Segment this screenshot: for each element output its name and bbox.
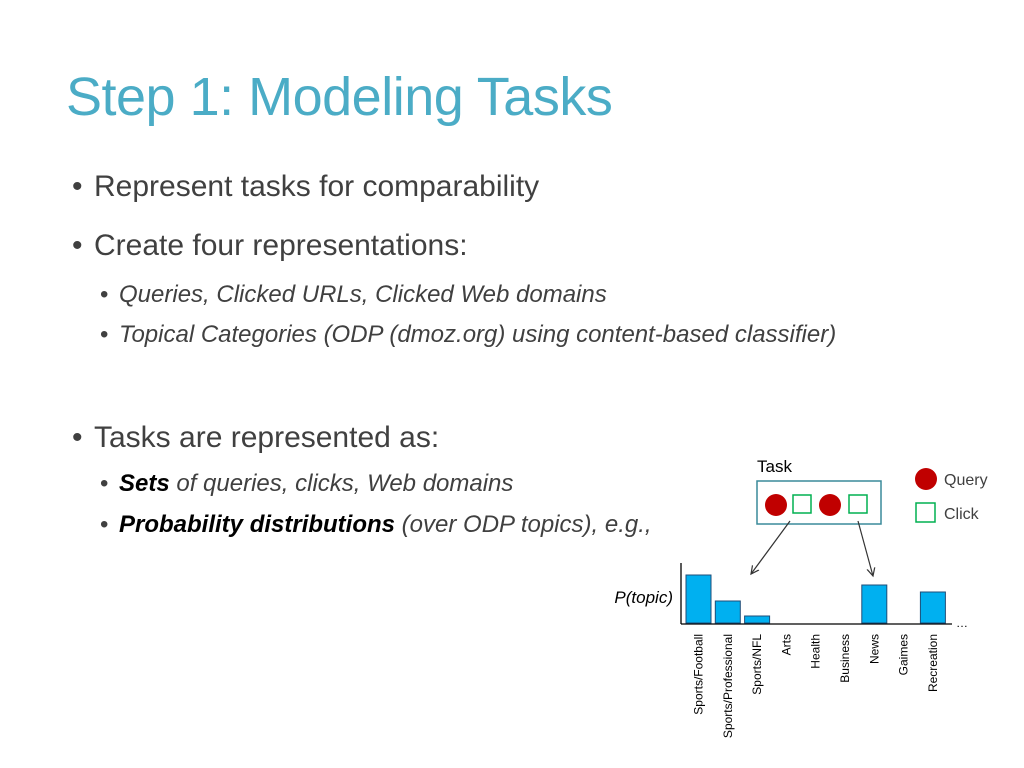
bullet-dot: •: [100, 281, 109, 308]
sub-bullet-1: •Queries, Clicked URLs, Clicked Web doma…: [100, 281, 607, 308]
bar: [861, 584, 888, 624]
bar: [714, 600, 741, 624]
legend-click-icon: [915, 502, 936, 523]
x-tick-label: Arts: [779, 634, 793, 655]
bullet-dot: •: [72, 170, 83, 203]
bullet-2: •Create four representations:: [72, 229, 468, 262]
sets-term: Sets: [119, 470, 170, 497]
x-tick-label: Gaimes: [897, 634, 911, 675]
x-tick-label: Sports/Professional: [721, 634, 735, 738]
x-tick-label: Sports/NFL: [750, 634, 764, 695]
x-tick-label: Sports/Football: [692, 634, 706, 715]
bullet-3: •Tasks are represented as:: [72, 421, 440, 454]
bullet-dot: •: [72, 229, 83, 262]
bullet-dot: •: [72, 421, 83, 454]
x-tick-label: Health: [809, 634, 823, 669]
bar: [685, 574, 712, 624]
x-tick-label: News: [867, 634, 881, 664]
bar: [919, 591, 946, 624]
y-axis-label: P(topic): [614, 588, 673, 607]
slide-title: Step 1: Modeling Tasks: [66, 67, 613, 127]
click-icon: [848, 494, 868, 514]
bullet-1: •Represent tasks for comparability: [72, 170, 540, 203]
arrow-left: [751, 520, 791, 574]
bullet-dot: •: [100, 321, 109, 348]
bullet-dot: •: [100, 470, 109, 497]
click-icon: [792, 494, 812, 514]
arrow-right: [857, 520, 873, 576]
query-icon: [765, 494, 787, 516]
task-box: [756, 480, 882, 525]
legend-query-icon: [915, 468, 937, 490]
task-sequence: [765, 494, 868, 516]
task-label: Task: [757, 457, 792, 476]
legend-query-label: Query: [944, 472, 988, 489]
bar-series: [685, 574, 946, 624]
x-tick-label: Business: [838, 634, 852, 683]
probability-term: Probability distributions: [119, 511, 396, 538]
query-icon: [819, 494, 841, 516]
sub-bullet-4: •Probability distributions (over ODP top…: [100, 511, 652, 538]
bullet-dot: •: [100, 511, 109, 538]
sub-bullet-3: •Sets of queries, clicks, Web domains: [100, 470, 514, 497]
tick-labels: Sports/Football Sports/Professional Sports…: [692, 634, 940, 738]
sub-bullet-2: •Topical Categories (ODP (dmoz.org) usin…: [100, 321, 837, 348]
axis-continuation: …: [956, 616, 968, 630]
x-tick-label: Recreation: [926, 634, 940, 692]
legend-click-label: Click: [944, 506, 980, 523]
bar: [744, 615, 771, 624]
